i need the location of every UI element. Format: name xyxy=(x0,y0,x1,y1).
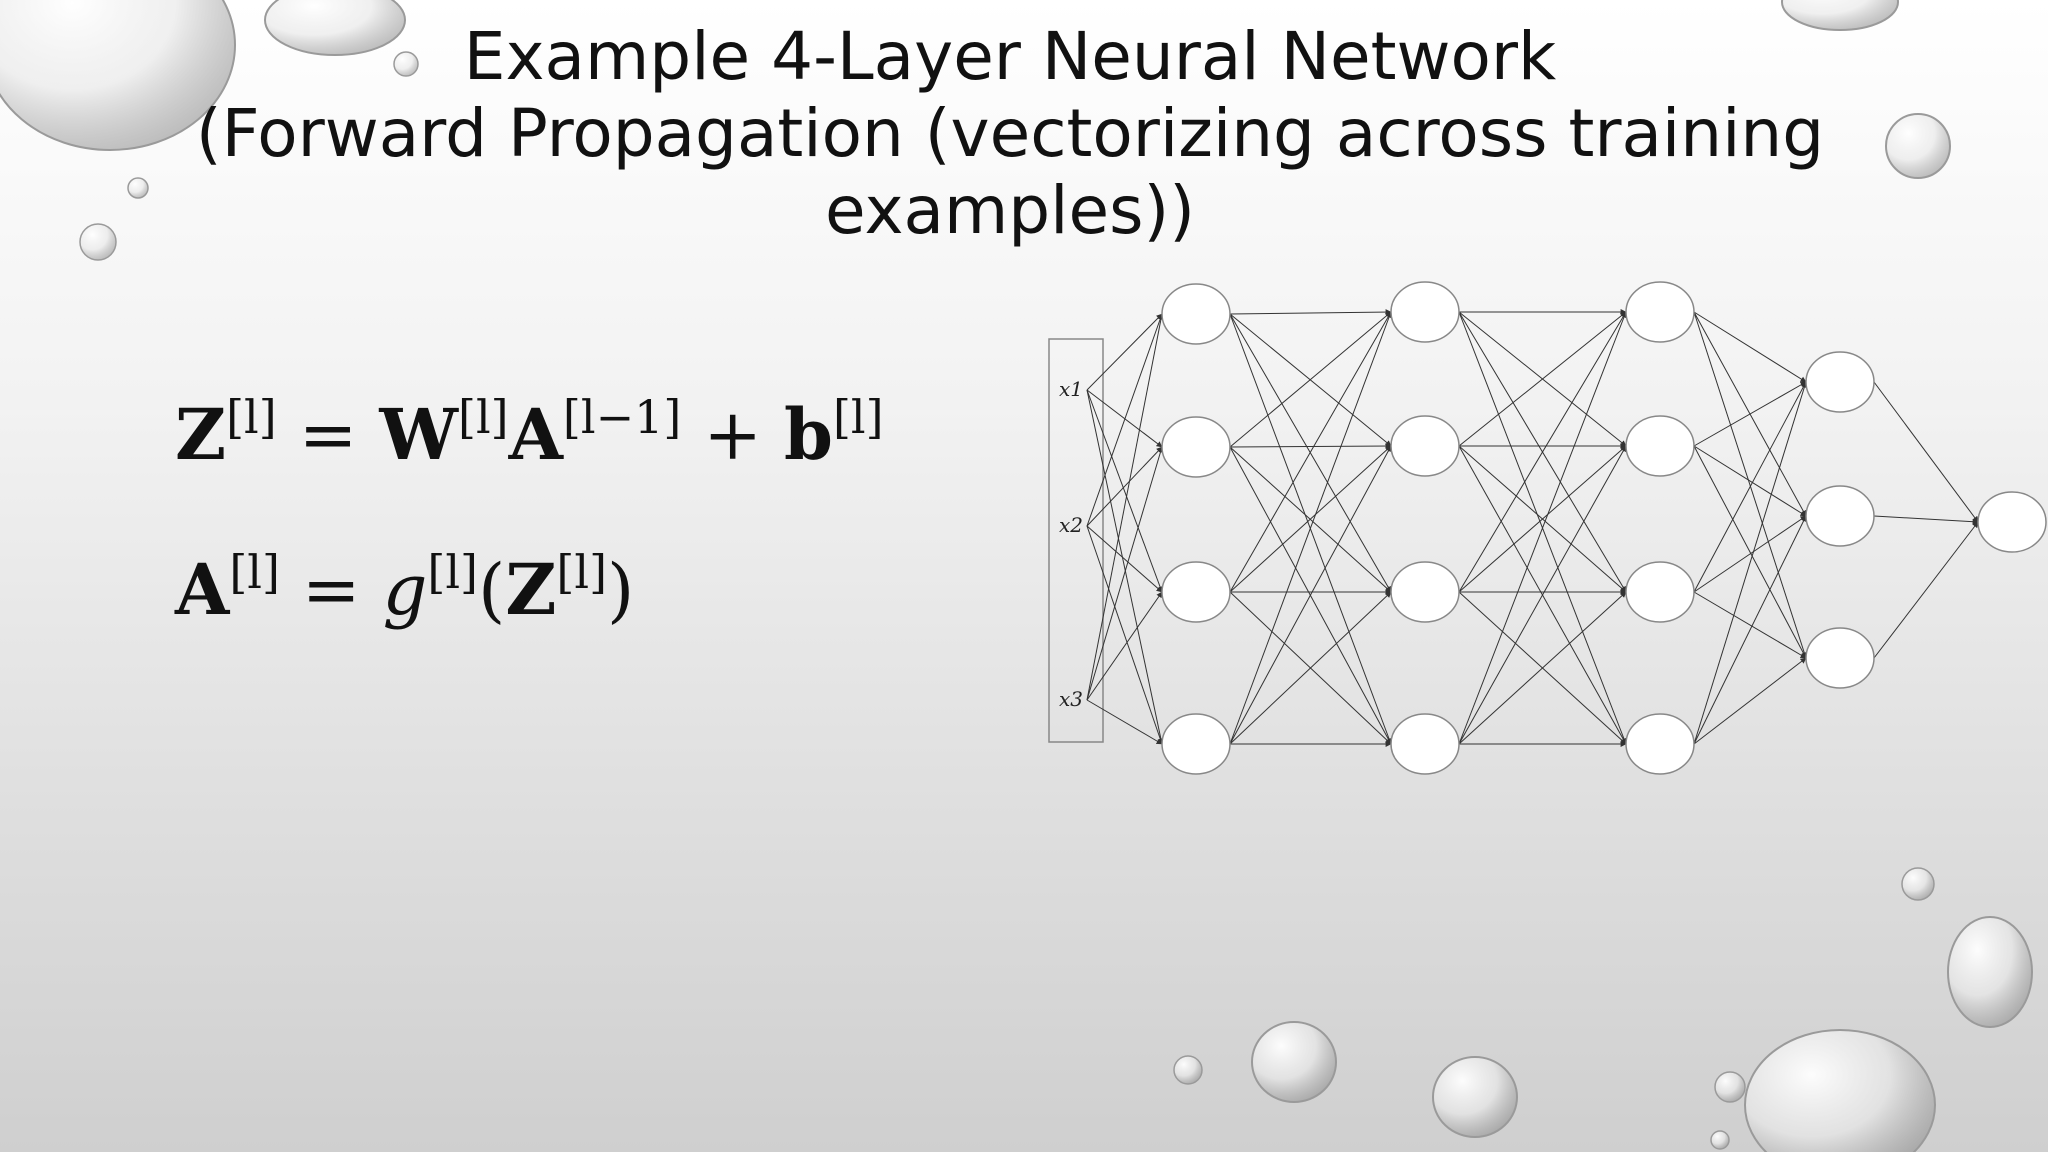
eq2-g-superscript: [l] xyxy=(427,545,478,599)
edge-l1-0-to-0 xyxy=(1229,309,1392,316)
eq2-Z-superscript: [l] xyxy=(556,545,608,599)
edge-l0-2-to-0 xyxy=(1086,313,1164,701)
edge-l2-3-to-2 xyxy=(1458,591,1627,745)
edge-l0-2-to-2 xyxy=(1086,591,1163,701)
edge-l1-2-to-1 xyxy=(1229,445,1392,593)
edge-l0-0-to-0 xyxy=(1086,313,1163,391)
edge-l3-3-to-1 xyxy=(1693,515,1807,745)
edge-l3-1-to-2 xyxy=(1693,445,1807,659)
neuron-layer4-3 xyxy=(1805,627,1875,689)
eq2-equals: = xyxy=(301,549,361,631)
eq1-Z: Z xyxy=(175,393,227,476)
neuron-layer2-1 xyxy=(1390,281,1460,343)
edge-l2-2-to-1 xyxy=(1458,445,1627,593)
eq1-plus: + xyxy=(703,394,762,476)
edge-l3-2-to-1 xyxy=(1693,515,1807,593)
edge-l2-3-to-1 xyxy=(1458,445,1627,745)
eq1-Z-superscript: [l] xyxy=(226,390,277,444)
edge-l3-0-to-2 xyxy=(1693,311,1808,659)
neuron-layer1-2 xyxy=(1161,416,1231,478)
eq2-right-paren: ) xyxy=(607,549,635,631)
neuron-layer1-4 xyxy=(1161,713,1231,775)
edge-l3-2-to-0 xyxy=(1693,381,1807,593)
edge-l1-2-to-0 xyxy=(1229,311,1392,593)
neuron-layer3-3 xyxy=(1625,561,1695,623)
eq1-W: W xyxy=(379,393,458,476)
neuron-layer4-2 xyxy=(1805,485,1875,547)
edge-l2-1-to-0 xyxy=(1458,311,1627,447)
edge-l1-3-to-1 xyxy=(1229,445,1392,745)
edge-l0-0-to-3 xyxy=(1086,389,1164,745)
eq2-A: A xyxy=(175,548,230,631)
eq1-A: A xyxy=(508,393,563,476)
edge-l3-2-to-2 xyxy=(1693,591,1807,659)
eq1-b: b xyxy=(784,393,833,476)
edge-l1-1-to-1 xyxy=(1229,443,1392,450)
eq2-Z: Z xyxy=(505,548,557,631)
edge-l1-1-to-0 xyxy=(1229,311,1392,448)
eq1-A-superscript: [l−1] xyxy=(562,390,682,444)
eq2-left-paren: ( xyxy=(478,549,506,631)
neuron-layer3-1 xyxy=(1625,281,1695,343)
input-label-x3: x3 xyxy=(1059,687,1083,711)
title-line-1: Example 4-Layer Neural Network xyxy=(463,18,1557,95)
edge-l3-1-to-0 xyxy=(1693,381,1807,447)
neuron-layer2-2 xyxy=(1390,415,1460,477)
edge-l1-3-to-0 xyxy=(1229,311,1392,745)
eq1-W-superscript: [l] xyxy=(458,390,509,444)
slide-title: Example 4-Layer Neural Network (Forward … xyxy=(140,18,1880,249)
neuron-layer2-4 xyxy=(1390,713,1460,775)
edge-l2-3-to-0 xyxy=(1458,311,1627,745)
edge-l0-1-to-3 xyxy=(1086,525,1164,745)
edge-l2-2-to-0 xyxy=(1458,311,1627,593)
neuron-layer2-3 xyxy=(1390,561,1460,623)
neuron-layer5-1 xyxy=(1977,491,2047,553)
title-line-3: examples)) xyxy=(825,172,1195,249)
edge-l3-3-to-0 xyxy=(1693,381,1808,745)
edge-l3-1-to-1 xyxy=(1693,445,1807,517)
edge-l0-2-to-3 xyxy=(1086,699,1163,745)
forward-prop-linear-equation: Z[l]=W[l]A[l−1]+b[l] xyxy=(175,390,884,476)
eq2-A-superscript: [l] xyxy=(229,545,280,599)
eq2-g: g xyxy=(382,549,428,631)
edge-l0-1-to-1 xyxy=(1086,446,1163,527)
eq1-b-superscript: [l] xyxy=(832,390,884,444)
eq1-equals: = xyxy=(298,394,358,476)
title-line-2: (Forward Propagation (vectorizing across… xyxy=(195,95,1825,172)
edge-l3-0-to-0 xyxy=(1693,311,1807,383)
neuron-layer1-3 xyxy=(1161,561,1231,623)
input-label-x1: x1 xyxy=(1059,377,1083,401)
edge-l1-3-to-2 xyxy=(1229,591,1392,745)
edge-l0-1-to-2 xyxy=(1086,525,1163,593)
edge-l3-3-to-2 xyxy=(1693,657,1807,745)
network-edges xyxy=(1086,309,1979,747)
forward-prop-activation-equation: A[l]=g[l](Z[l]) xyxy=(175,545,634,631)
edge-l0-1-to-0 xyxy=(1086,313,1164,527)
neuron-layer1-1 xyxy=(1161,283,1231,345)
edge-l0-2-to-1 xyxy=(1086,446,1164,701)
neuron-layer4-1 xyxy=(1805,351,1875,413)
edge-l4-2-to-0 xyxy=(1873,521,1979,659)
edge-l4-0-to-0 xyxy=(1873,381,1979,523)
edge-l4-1-to-0 xyxy=(1873,515,1979,525)
edge-l0-0-to-1 xyxy=(1086,389,1163,448)
edge-l0-0-to-2 xyxy=(1086,389,1163,593)
neuron-layer3-4 xyxy=(1625,713,1695,775)
neuron-layer3-2 xyxy=(1625,415,1695,477)
input-label-x2: x2 xyxy=(1059,513,1083,537)
